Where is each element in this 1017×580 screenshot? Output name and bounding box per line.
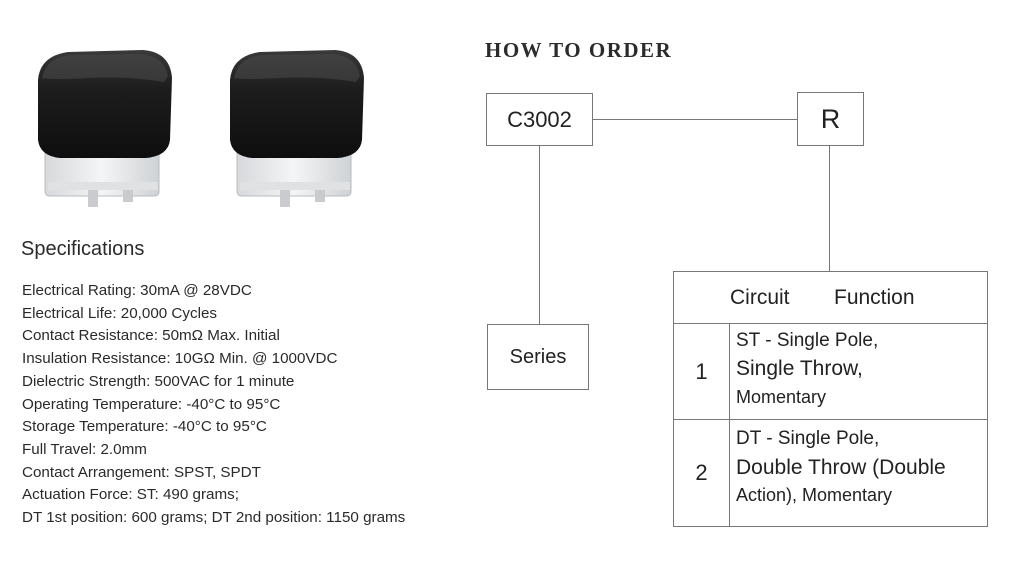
spec-item: Dielectric Strength: 500VAC for 1 minute [22, 372, 295, 390]
specifications-list: Electrical Rating: 30mA @ 28VDC Electric… [22, 280, 405, 530]
spec-item: Insulation Resistance: 10GΩ Min. @ 1000V… [22, 350, 338, 368]
circuit-number: 1 [674, 324, 730, 419]
function-text: Action) [736, 485, 793, 505]
function-text: , Momentary [792, 485, 893, 505]
switch-photo-left [38, 50, 172, 207]
spec-item: Storage Temperature: -40°C to 95°C [22, 418, 267, 436]
spec-item: Full Travel: 2.0mm [22, 440, 147, 458]
function-column-header: Function [834, 286, 915, 309]
spec-item: Contact Arrangement: SPST, SPDT [22, 463, 261, 481]
suffix-box: R [797, 92, 864, 146]
function-line: DT - Single Pole, [736, 428, 880, 449]
function-line: Single Throw, [736, 357, 863, 380]
function-line: ST - Single Pole, [736, 330, 879, 351]
spec-item: Actuation Force: ST: 490 grams; [22, 486, 239, 504]
part-number-box: C3002 [486, 93, 593, 146]
table-row: 2 DT - Single Pole, Double Throw (Double… [674, 420, 987, 526]
table-row: 1 ST - Single Pole, Single Throw, Moment… [674, 324, 987, 420]
circuit-column-header: Circuit [730, 286, 790, 309]
circuit-number: 2 [674, 420, 730, 526]
spec-item: Electrical Rating: 30mA @ 28VDC [22, 282, 252, 299]
switch-photo-right [230, 50, 364, 207]
series-box: Series [487, 324, 589, 390]
spec-item: Electrical Life: 20,000 Cycles [22, 304, 217, 322]
how-to-order-title: HOW TO ORDER [485, 38, 673, 62]
specifications-heading: Specifications [21, 238, 145, 260]
suffix-code: R [820, 103, 841, 134]
function-line: Double Throw (Double [736, 456, 946, 479]
connector-line [829, 146, 830, 271]
function-line: Action), Momentary [736, 485, 892, 506]
part-number: C3002 [507, 106, 572, 132]
connector-line [539, 146, 540, 324]
series-label: Series [509, 345, 567, 368]
function-line: Momentary [736, 387, 827, 407]
spec-item: DT 1st position: 600 grams; DT 2nd posit… [22, 509, 406, 527]
spec-item: Operating Temperature: -40°C to 95°C [22, 395, 281, 413]
connector-line [593, 119, 797, 120]
spec-item: Contact Resistance: 50mΩ Max. Initial [22, 327, 280, 345]
table-header: Circuit Function [674, 272, 987, 324]
circuit-function-table: Circuit Function 1 ST - Single Pole, Sin… [673, 271, 988, 527]
